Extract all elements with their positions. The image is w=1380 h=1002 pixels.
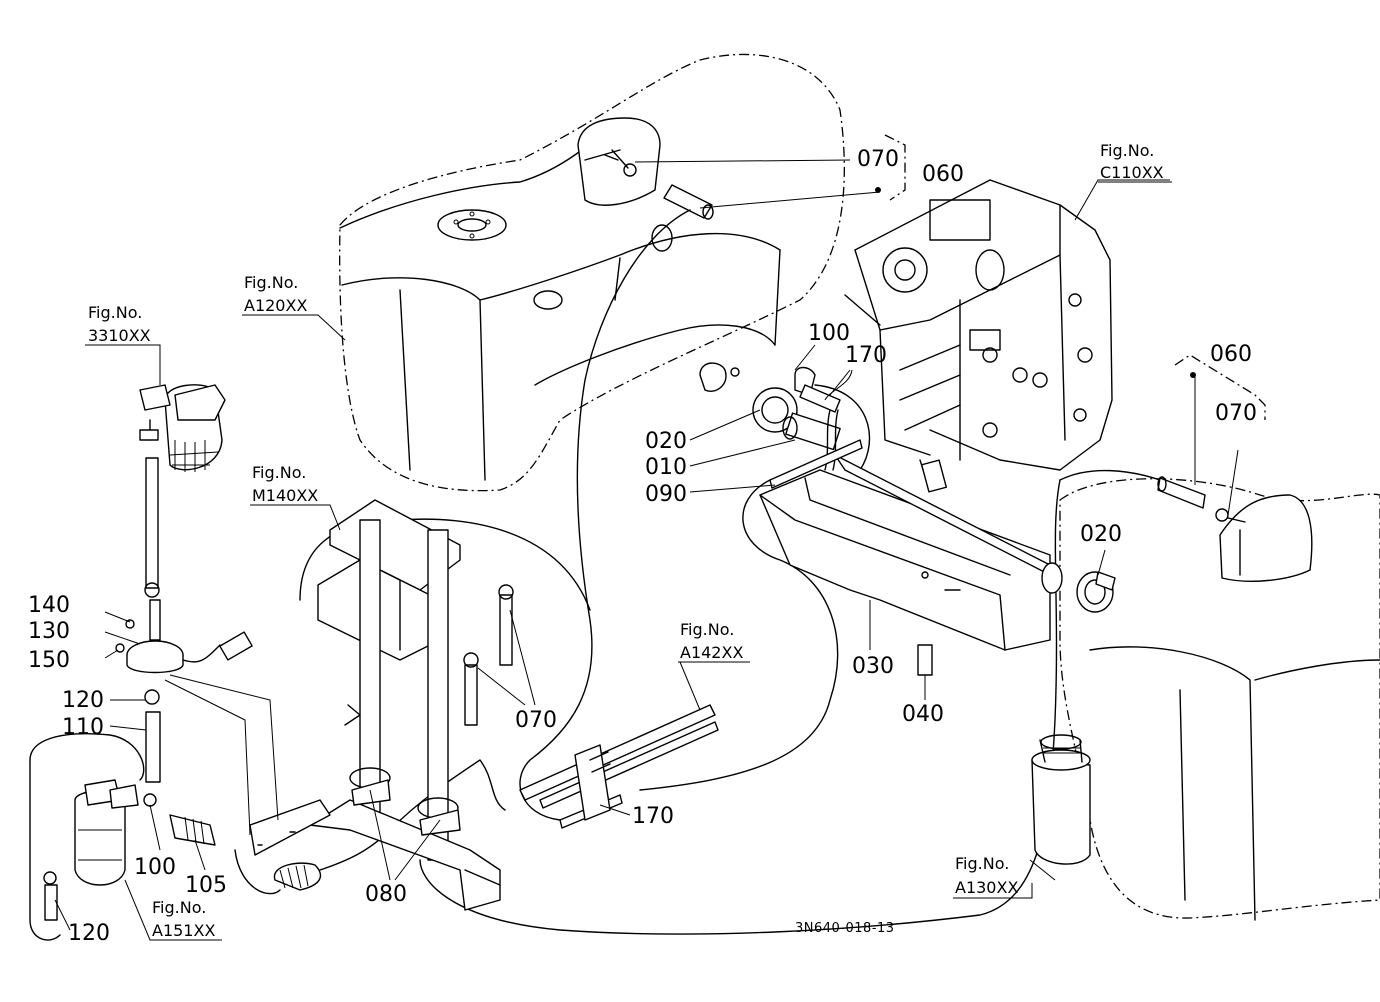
fig-a120-code: A120XX <box>244 296 307 315</box>
label-030: 030 <box>852 654 894 679</box>
fuel-filter-lower <box>43 779 216 921</box>
clamp-assembly-170 <box>519 704 719 829</box>
label-105: 105 <box>185 873 227 898</box>
fuel-tank-right <box>1031 478 1380 921</box>
fig-a130-title: Fig.No. <box>955 854 1009 873</box>
transmission-case <box>844 179 1113 471</box>
fuel-hoses <box>29 209 1161 941</box>
label-070-mid: 070 <box>515 708 557 733</box>
right-hose-group <box>1076 372 1246 613</box>
label-060-top: 060 <box>922 162 964 187</box>
part-labels: 070 060 100 170 020 010 090 060 070 020 … <box>28 147 1257 946</box>
label-120-b: 120 <box>68 921 110 946</box>
label-110: 110 <box>62 715 104 740</box>
fig-a142-code: A142XX <box>680 643 743 662</box>
label-130: 130 <box>28 619 70 644</box>
fig-a151-title: Fig.No. <box>152 898 206 917</box>
label-100-low: 100 <box>134 855 176 880</box>
frame-bracket <box>309 499 514 911</box>
label-020-left: 020 <box>645 429 687 454</box>
label-100-mid: 100 <box>808 321 850 346</box>
figure-references: Fig.No. C110XX Fig.No. A120XX Fig.No. 33… <box>85 141 1172 941</box>
fuel-pump-lower <box>115 599 253 783</box>
fig-a151-code: A151XX <box>152 921 215 940</box>
label-150: 150 <box>28 648 70 673</box>
drawing-code: 3N640-018-13 <box>795 921 895 936</box>
label-090: 090 <box>645 482 687 507</box>
fig-a120-title: Fig.No. <box>244 273 298 292</box>
label-060-right: 060 <box>1210 342 1252 367</box>
fig-a142-title: Fig.No. <box>680 620 734 639</box>
pump-bracket-left <box>164 674 331 891</box>
fuel-filter-top-left <box>139 384 226 598</box>
fig-3310-code: 3310XX <box>88 326 151 345</box>
label-070-top: 070 <box>857 147 899 172</box>
label-040: 040 <box>902 702 944 727</box>
fig-a130-code: A130XX <box>955 878 1018 897</box>
fig-c110-title: Fig.No. <box>1100 141 1154 160</box>
hose-assembly-center <box>699 362 863 489</box>
fig-m140-title: Fig.No. <box>252 463 306 482</box>
label-120-a: 120 <box>62 688 104 713</box>
label-070-right: 070 <box>1215 401 1257 426</box>
label-170-low: 170 <box>632 804 674 829</box>
fig-3310-title: Fig.No. <box>88 303 142 322</box>
shield-bracket-030 <box>759 454 1063 651</box>
label-140: 140 <box>28 593 70 618</box>
fig-m140-code: M140XX <box>252 486 318 505</box>
label-010: 010 <box>645 455 687 480</box>
label-080: 080 <box>365 882 407 907</box>
fuel-tank-top <box>339 53 881 492</box>
label-020-right: 020 <box>1080 522 1122 547</box>
label-170-mid: 170 <box>845 343 887 368</box>
fig-c110-code: C110XX <box>1100 163 1164 182</box>
